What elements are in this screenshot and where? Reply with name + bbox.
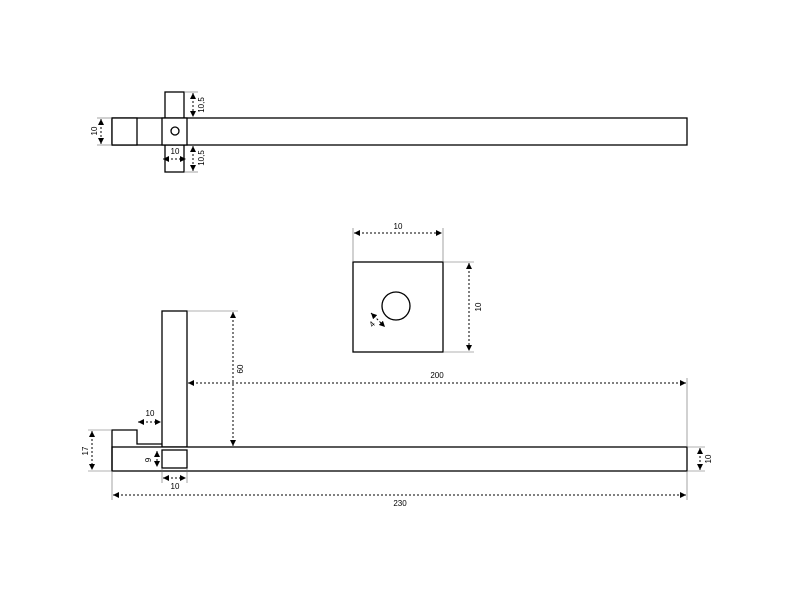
dim-label: 10 bbox=[90, 126, 99, 135]
dim-label: 4 bbox=[367, 319, 377, 329]
dim-label: 10,5 bbox=[197, 97, 206, 113]
dim-label: 200 bbox=[430, 371, 444, 380]
dim-label: 10 bbox=[171, 147, 180, 156]
mount-hole bbox=[381, 291, 411, 321]
arm-bar bbox=[111, 446, 688, 472]
top-bar bbox=[111, 117, 688, 146]
dim-label: 10 bbox=[704, 454, 713, 463]
dim-label: 10,5 bbox=[197, 150, 206, 166]
detail-view: 10 10 4 bbox=[352, 222, 483, 353]
dim-label: 9 bbox=[144, 457, 153, 462]
step-profile bbox=[111, 429, 162, 471]
dim-label: 10 bbox=[171, 482, 180, 491]
dim-label: 230 bbox=[393, 499, 407, 508]
post bbox=[161, 310, 188, 448]
side-view: 60 200 10 17 9 10 230 10 bbox=[81, 310, 713, 508]
dim-label: 10 bbox=[474, 302, 483, 311]
dim-label: 10 bbox=[146, 409, 155, 418]
screw-hole bbox=[170, 126, 180, 136]
dim-label: 17 bbox=[81, 446, 90, 455]
top-view: 10 10,5 10,5 10 bbox=[90, 91, 688, 173]
end-cap bbox=[111, 117, 138, 146]
dim-label: 10 bbox=[394, 222, 403, 231]
block bbox=[161, 449, 188, 469]
dim-label: 60 bbox=[236, 364, 245, 373]
